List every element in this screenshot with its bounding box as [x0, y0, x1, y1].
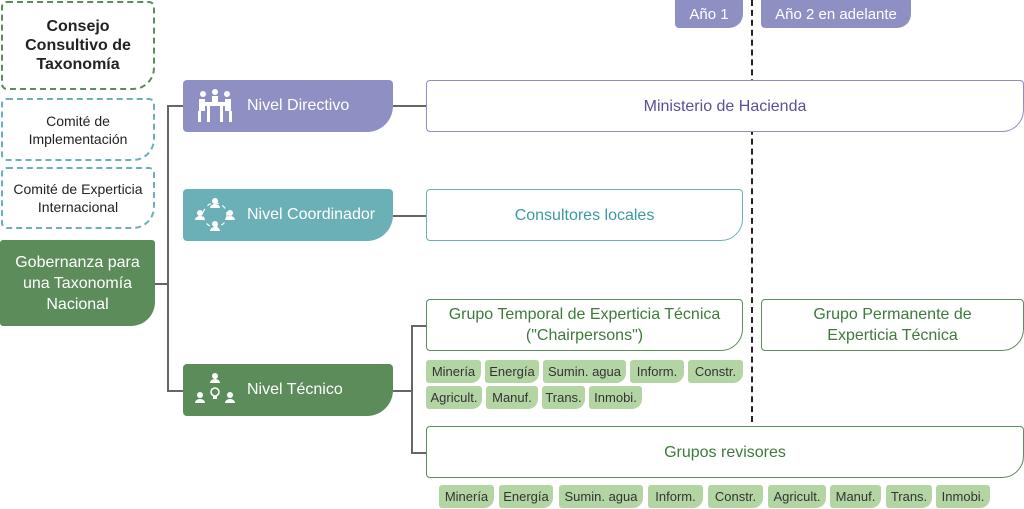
temporal-sector-tag: Energía — [485, 360, 539, 383]
year-2-label: Año 2 en adelante — [761, 0, 911, 28]
meeting-icon — [198, 89, 232, 122]
consejo-consultivo-box: Consejo Consultivo de Taxonomía — [1, 1, 155, 90]
comite-implementacion-box: Comité de Implementación — [1, 98, 155, 161]
revisores-sector-tag: Inform. — [648, 485, 703, 508]
grupos-revisores-box: Grupos revisores — [426, 426, 1024, 478]
temporal-sector-tag: Inform. — [630, 360, 684, 383]
temporal-sector-tag: Manuf. — [486, 386, 538, 409]
temporal-sector-tag: Agricult. — [426, 386, 482, 409]
connector — [155, 283, 168, 285]
revisores-sector-tag: Inmobi. — [936, 485, 990, 508]
revisores-sector-tag: Energía — [499, 485, 553, 508]
connector — [393, 105, 426, 107]
revisores-sector-tag: Trans. — [886, 485, 932, 508]
connector — [393, 390, 412, 392]
gobernanza-box: Gobernanza para una Taxonomía Nacional — [0, 240, 155, 326]
revisores-sector-tag: Constr. — [708, 485, 763, 508]
temporal-sector-tag: Sumin. agua — [543, 360, 626, 383]
year-1-label: Año 1 — [675, 0, 743, 28]
temporal-sector-tag: Inmobi. — [589, 386, 642, 409]
connector — [167, 105, 183, 107]
revisores-sector-tag: Sumin. agua — [559, 485, 643, 508]
year-divider — [751, 0, 753, 422]
nivel-directivo-label: Nivel Directivo — [247, 97, 350, 114]
ministerio-box: Ministerio de Hacienda — [426, 80, 1024, 132]
nivel-tecnico-label: Nivel Técnico — [247, 381, 343, 398]
temporal-sector-tag: Minería — [426, 360, 481, 383]
nivel-coordinador: Nivel Coordinador — [183, 189, 393, 241]
revisores-sector-tag: Manuf. — [830, 485, 881, 508]
connector — [167, 390, 183, 392]
connector — [167, 105, 169, 391]
grupo-temporal-box: Grupo Temporal de Experticia Técnica ("C… — [426, 299, 743, 351]
revisores-sector-tag: Minería — [439, 485, 494, 508]
connector — [411, 325, 426, 327]
connector — [411, 452, 426, 454]
connector — [393, 215, 426, 217]
revisores-sector-tag: Agricult. — [768, 485, 826, 508]
comite-experticia-box: Comité de Experticia Internacional — [1, 167, 155, 229]
consultores-box: Consultores locales — [426, 189, 743, 241]
team-idea-icon — [195, 373, 235, 403]
temporal-sector-tag: Constr. — [688, 360, 743, 383]
nivel-tecnico: Nivel Técnico — [183, 364, 393, 416]
nivel-directivo: Nivel Directivo — [183, 80, 393, 132]
connector — [411, 325, 413, 452]
nivel-coordinador-label: Nivel Coordinador — [247, 206, 376, 223]
network-people-icon — [195, 198, 235, 231]
grupo-permanente-box: Grupo Permanente de Experticia Técnica — [761, 299, 1024, 351]
temporal-sector-tag: Trans. — [542, 386, 585, 409]
